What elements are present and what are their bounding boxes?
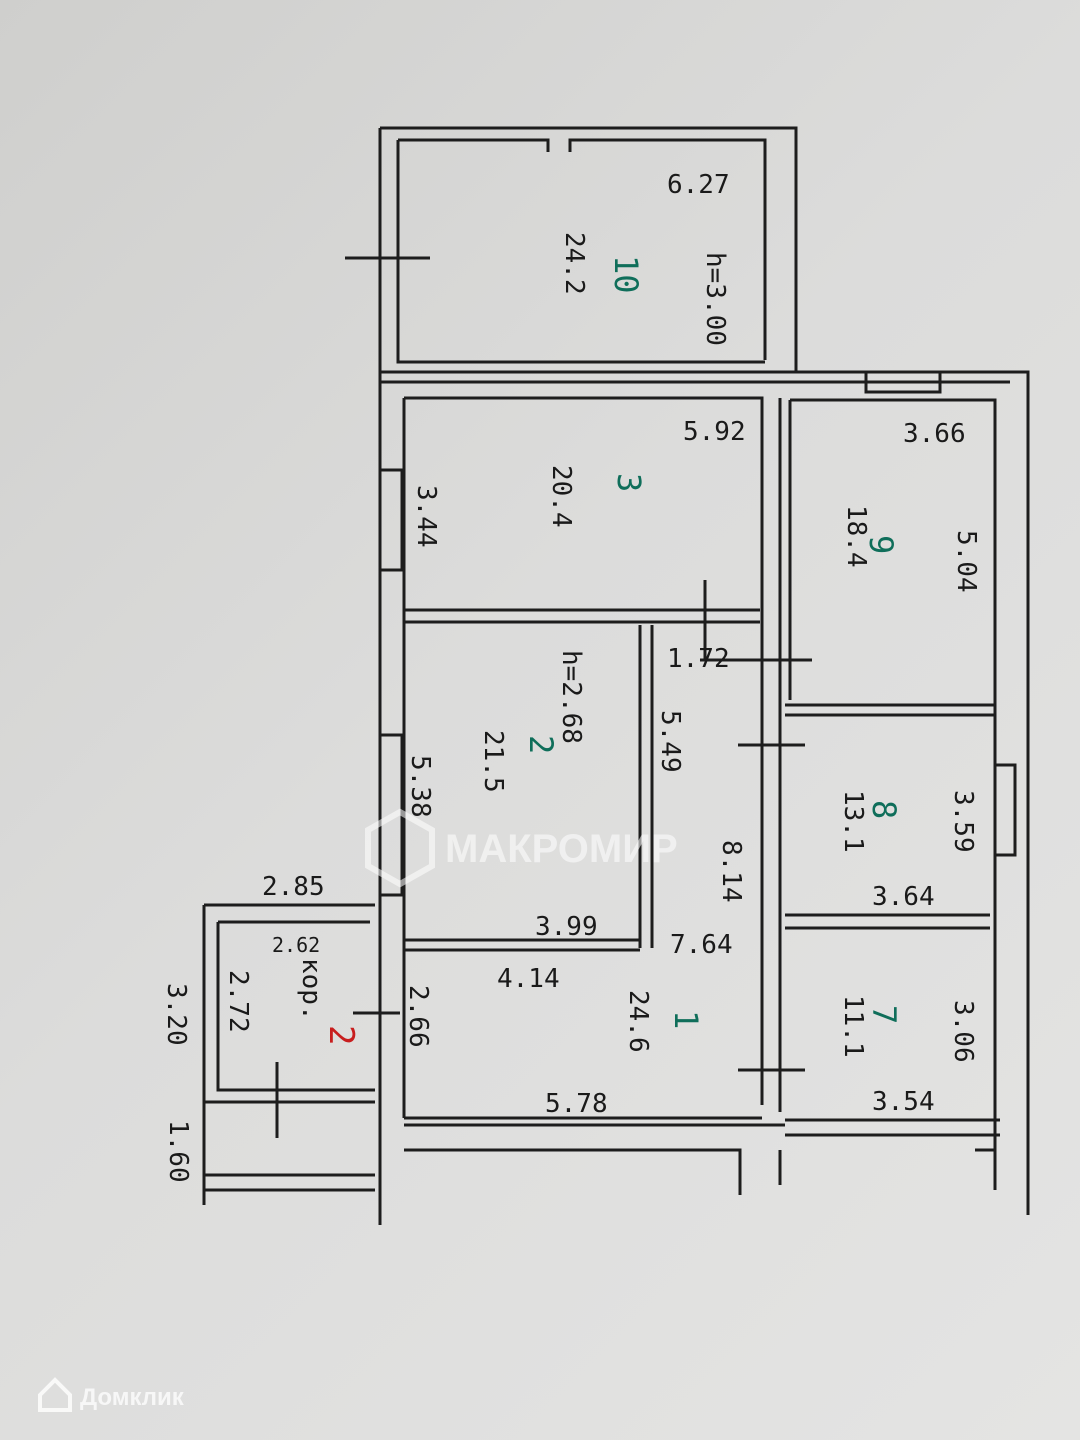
makromir-text: МАКРОМИР — [445, 827, 678, 871]
room7-width: 3.54 — [872, 1087, 935, 1117]
kor-depth: 2.72 — [223, 970, 253, 1033]
room2-side: 5.49 — [655, 710, 685, 773]
room8-area: 13.1 — [838, 790, 868, 853]
room9-width: 3.66 — [903, 419, 966, 449]
domclick-text: Домклик — [80, 1384, 185, 1411]
domclick-watermark: Домклик — [38, 1377, 185, 1412]
room7-area: 11.1 — [838, 995, 868, 1058]
corridor-side: 7.64 — [670, 930, 733, 960]
room2-width: 3.99 — [535, 912, 598, 942]
room10-number: 10 — [607, 255, 645, 294]
room2-number: 2 — [522, 735, 560, 754]
room8-width: 3.64 — [872, 882, 935, 912]
room2-depth: 5.38 — [405, 755, 435, 818]
room3-depth: 3.44 — [411, 485, 441, 548]
room10-width: 6.27 — [667, 170, 730, 200]
kor-number: 2 — [321, 1025, 361, 1045]
room9-depth: 5.04 — [951, 530, 981, 593]
room7-depth: 3.06 — [948, 1000, 978, 1063]
room1-area: 24.6 — [623, 990, 653, 1053]
makromir-watermark: МАКРОМИР — [365, 808, 678, 888]
room10-area: 24.2 — [559, 232, 589, 295]
kor-inner: 2.62 — [272, 933, 320, 957]
room3-number: 3 — [610, 473, 648, 492]
kor-top: 2.85 — [262, 872, 325, 902]
room10-height: h=3.00 — [700, 252, 730, 346]
room1-width: 5.78 — [545, 1089, 608, 1119]
room9-area: 18.4 — [841, 505, 871, 568]
balcony-depth: 1.60 — [163, 1120, 193, 1183]
kor-label: кор. — [296, 958, 326, 1021]
room1-number: 1 — [667, 1010, 705, 1029]
room3-width: 5.92 — [683, 417, 746, 447]
room1-depth: 2.66 — [403, 985, 433, 1048]
room3-area: 20.4 — [546, 465, 576, 528]
walls — [202, 126, 1030, 1225]
room7-number: 7 — [865, 1005, 903, 1024]
domclick-house-icon — [38, 1377, 72, 1412]
room1-top: 4.14 — [497, 964, 560, 994]
corridor-length: 8.14 — [716, 840, 746, 903]
room8-depth: 3.59 — [948, 790, 978, 853]
room2-area: 21.5 — [478, 730, 508, 793]
corridor-width: 1.72 — [667, 644, 730, 674]
room2-height: h=2.68 — [556, 650, 586, 744]
room8-number: 8 — [865, 800, 903, 819]
kor-outer: 3.20 — [161, 983, 191, 1046]
room9-number: 9 — [862, 535, 900, 554]
